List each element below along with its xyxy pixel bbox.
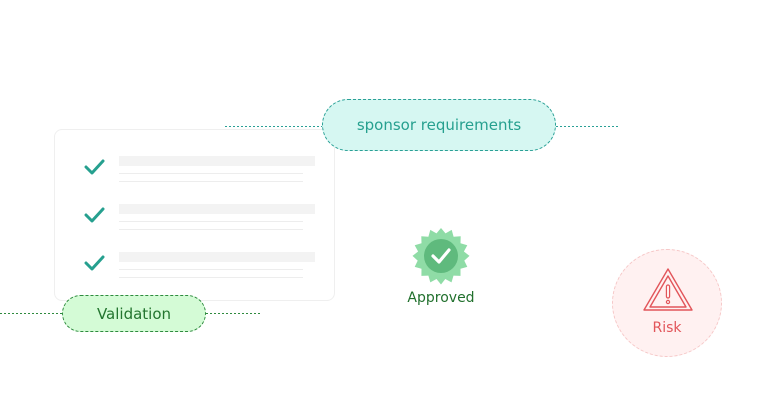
warning-triangle-icon [643,268,693,311]
sponsor-connector-right [556,126,620,127]
placeholder-line [119,221,303,222]
placeholder-line [119,277,303,278]
checklist-item [55,204,334,244]
validation-connector-right [206,313,260,314]
checkmark-icon [84,255,105,271]
placeholder-line [119,181,303,182]
sponsor-requirements-node: sponsor requirements [322,99,556,151]
sponsor-requirements-label: sponsor requirements [356,116,522,134]
checklist-card [54,129,335,301]
checkmark-icon [84,159,105,175]
checkmark-icon [84,207,105,223]
approved-badge-check-icon [412,228,470,285]
validation-connector-left [0,313,62,314]
placeholder-line [119,173,303,174]
checklist-item [55,156,334,196]
placeholder-line [119,269,303,270]
sponsor-connector-left [225,126,323,127]
checklist-item [55,252,334,292]
approved-label: Approved [407,290,475,306]
risk-label: Risk [652,320,682,336]
placeholder-title-bar [119,204,315,214]
validation-node: Validation [62,295,206,332]
validation-label: Validation [96,304,172,323]
placeholder-title-bar [119,252,315,262]
risk-node: Risk [612,249,722,357]
placeholder-line [119,229,303,230]
placeholder-title-bar [119,156,315,166]
